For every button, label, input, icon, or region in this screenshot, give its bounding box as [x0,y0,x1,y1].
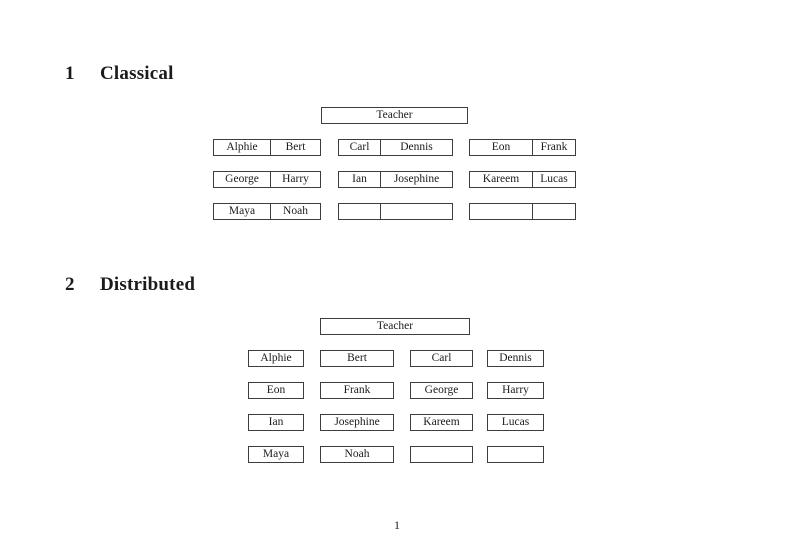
student-label: Ian [268,416,284,428]
student-cell [533,204,575,219]
student-box: Frank [320,382,394,399]
student-label: Maya [262,448,290,460]
student-box: Ian [248,414,304,431]
pair-box: Alphie Bert [213,139,321,156]
student-cell: Eon [470,140,533,155]
section-number: 1 [65,63,75,84]
student-box [487,446,544,463]
student-box: Eon [248,382,304,399]
student-cell [470,204,533,219]
student-label: Harry [502,384,529,396]
student-box: Kareem [410,414,473,431]
pair-box: Carl Dennis [338,139,453,156]
student-cell: Bert [285,141,306,153]
student-cell: Dennis [400,141,433,153]
pair-box: George Harry [213,171,321,188]
section-heading-distributed: 2 Distributed [65,273,195,297]
student-box [410,446,473,463]
section-title: Classical [100,63,174,84]
student-label: Carl [431,352,452,364]
pair-box: Ian Josephine [338,171,453,188]
student-box: Noah [320,446,394,463]
student-cell: Carl [339,140,381,155]
student-label: Noah [344,448,370,460]
student-label: George [424,384,459,396]
student-box: Josephine [320,414,394,431]
student-label: Frank [343,384,371,396]
teacher-label: Teacher [376,320,414,332]
student-box: Lucas [487,414,544,431]
section-number: 2 [65,274,75,295]
pair-box: Eon Frank [469,139,576,156]
student-cell: Lucas [540,173,568,185]
page-number: 1 [394,518,400,532]
student-cell: Frank [540,141,568,153]
pair-box [338,203,453,220]
teacher-box: Teacher [320,318,470,335]
student-cell: Ian [339,172,381,187]
student-cell: Alphie [214,140,271,155]
student-cell: Harry [282,173,309,185]
student-cell: Noah [283,205,308,217]
pair-box [469,203,576,220]
student-box: Dennis [487,350,544,367]
teacher-box: Teacher [321,107,468,124]
student-box: Bert [320,350,394,367]
student-cell: Josephine [393,173,440,185]
pair-box: Maya Noah [213,203,321,220]
student-cell: Maya [214,204,271,219]
section-heading-classical: 1 Classical [65,62,174,86]
section-title: Distributed [100,274,196,295]
student-label: Josephine [334,416,380,428]
student-cell: Kareem [470,172,533,187]
pair-box: Kareem Lucas [469,171,576,188]
student-label: Eon [266,384,286,396]
student-label: Alphie [260,352,292,364]
student-cell: George [214,172,271,187]
student-box: Alphie [248,350,304,367]
student-label: Lucas [501,416,530,428]
student-box: Carl [410,350,473,367]
teacher-label: Teacher [376,109,413,121]
student-label: Bert [347,352,367,364]
student-cell [381,204,452,219]
student-label: Kareem [423,416,460,428]
student-label: Dennis [499,352,532,364]
student-cell [339,204,381,219]
student-box: George [410,382,473,399]
student-box: Maya [248,446,304,463]
student-box: Harry [487,382,544,399]
